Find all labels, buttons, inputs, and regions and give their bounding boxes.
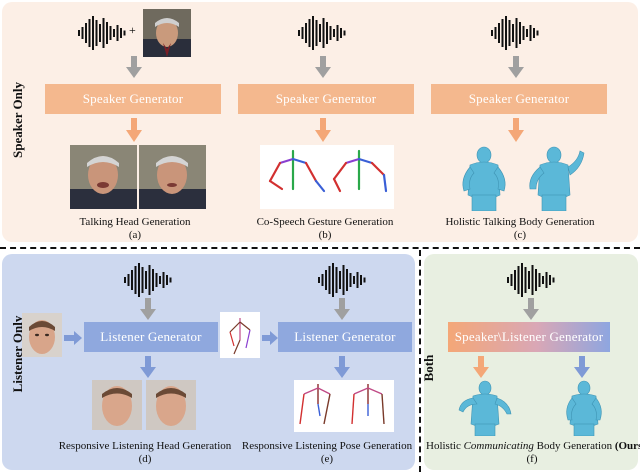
orange-down-arrow-icon bbox=[315, 118, 331, 142]
blue-down-arrow-icon bbox=[140, 356, 156, 378]
caption-e: Responsive Listening Pose Generation (e) bbox=[232, 440, 422, 466]
caption-c-letter: (c) bbox=[420, 229, 620, 242]
gray-down-arrow-icon bbox=[334, 298, 350, 320]
plus-sign: + bbox=[129, 23, 136, 38]
caption-f-letter: (f) bbox=[426, 453, 638, 466]
blue-down-arrow-icon bbox=[574, 356, 590, 378]
caption-d: Responsive Listening Head Generation (d) bbox=[30, 440, 260, 466]
audio-waveform-icon bbox=[76, 15, 128, 51]
both-label: Both bbox=[421, 343, 437, 393]
audio-waveform-icon bbox=[316, 262, 368, 298]
listener-generator-box-d: Listener Generator bbox=[84, 322, 218, 352]
talking-head-frames bbox=[70, 145, 206, 209]
caption-f-post: Body Generation bbox=[534, 440, 615, 452]
gray-down-arrow-icon bbox=[140, 298, 156, 320]
caption-f: Holistic Communicating Body Generation (… bbox=[426, 440, 638, 466]
gray-down-arrow-icon bbox=[315, 56, 331, 78]
caption-a: Talking Head Generation (a) bbox=[40, 216, 230, 242]
caption-b-letter: (b) bbox=[225, 229, 425, 242]
speaker-generator-box-a: Speaker Generator bbox=[45, 84, 221, 114]
horizontal-divider bbox=[0, 247, 640, 249]
caption-f-emphasis: Communicating bbox=[464, 440, 534, 452]
caption-f-title: Holistic Communicating Body Generation (… bbox=[426, 440, 638, 453]
caption-c: Holistic Talking Body Generation (c) bbox=[420, 216, 620, 242]
orange-down-arrow-icon bbox=[126, 118, 142, 142]
gray-down-arrow-icon bbox=[523, 298, 539, 320]
speaker-generator-box-c: Speaker Generator bbox=[431, 84, 607, 114]
audio-waveform-icon bbox=[489, 15, 541, 51]
speaker-body-mesh bbox=[455, 380, 515, 436]
audio-waveform-icon bbox=[122, 262, 174, 298]
speaker-only-label: Speaker Only bbox=[10, 80, 26, 160]
speaker-listener-generator-box: Speaker\Listener Generator bbox=[448, 322, 610, 352]
speaker-face-photo bbox=[143, 9, 191, 57]
caption-a-title: Talking Head Generation bbox=[40, 216, 230, 229]
orange-down-arrow-icon bbox=[473, 356, 489, 378]
listening-head-frames bbox=[92, 380, 196, 430]
blue-right-arrow-icon bbox=[262, 331, 278, 345]
caption-e-title: Responsive Listening Pose Generation bbox=[232, 440, 422, 453]
caption-d-letter: (d) bbox=[30, 453, 260, 466]
listener-face-photo bbox=[22, 313, 62, 357]
listening-pose-frames bbox=[294, 380, 394, 432]
caption-f-pre: Holistic bbox=[426, 440, 464, 452]
listener-generator-box-e: Listener Generator bbox=[278, 322, 412, 352]
blue-down-arrow-icon bbox=[334, 356, 350, 378]
caption-b-title: Co-Speech Gesture Generation bbox=[225, 216, 425, 229]
caption-e-letter: (e) bbox=[232, 453, 422, 466]
gray-down-arrow-icon bbox=[126, 56, 142, 78]
gray-down-arrow-icon bbox=[508, 56, 524, 78]
caption-b: Co-Speech Gesture Generation (b) bbox=[225, 216, 425, 242]
gesture-skeleton-frames bbox=[260, 145, 394, 209]
orange-down-arrow-icon bbox=[508, 118, 524, 142]
audio-waveform-icon bbox=[505, 262, 557, 298]
caption-a-letter: (a) bbox=[40, 229, 230, 242]
speaker-generator-box-b: Speaker Generator bbox=[238, 84, 414, 114]
listener-pose-reference bbox=[220, 312, 260, 358]
holistic-body-mesh-frames bbox=[450, 145, 590, 211]
caption-c-title: Holistic Talking Body Generation bbox=[420, 216, 620, 229]
caption-d-title: Responsive Listening Head Generation bbox=[30, 440, 260, 453]
audio-waveform-icon bbox=[296, 15, 348, 51]
listener-body-mesh bbox=[556, 380, 612, 436]
blue-right-arrow-icon bbox=[64, 331, 82, 345]
caption-f-ours: (Ours) bbox=[615, 440, 640, 452]
